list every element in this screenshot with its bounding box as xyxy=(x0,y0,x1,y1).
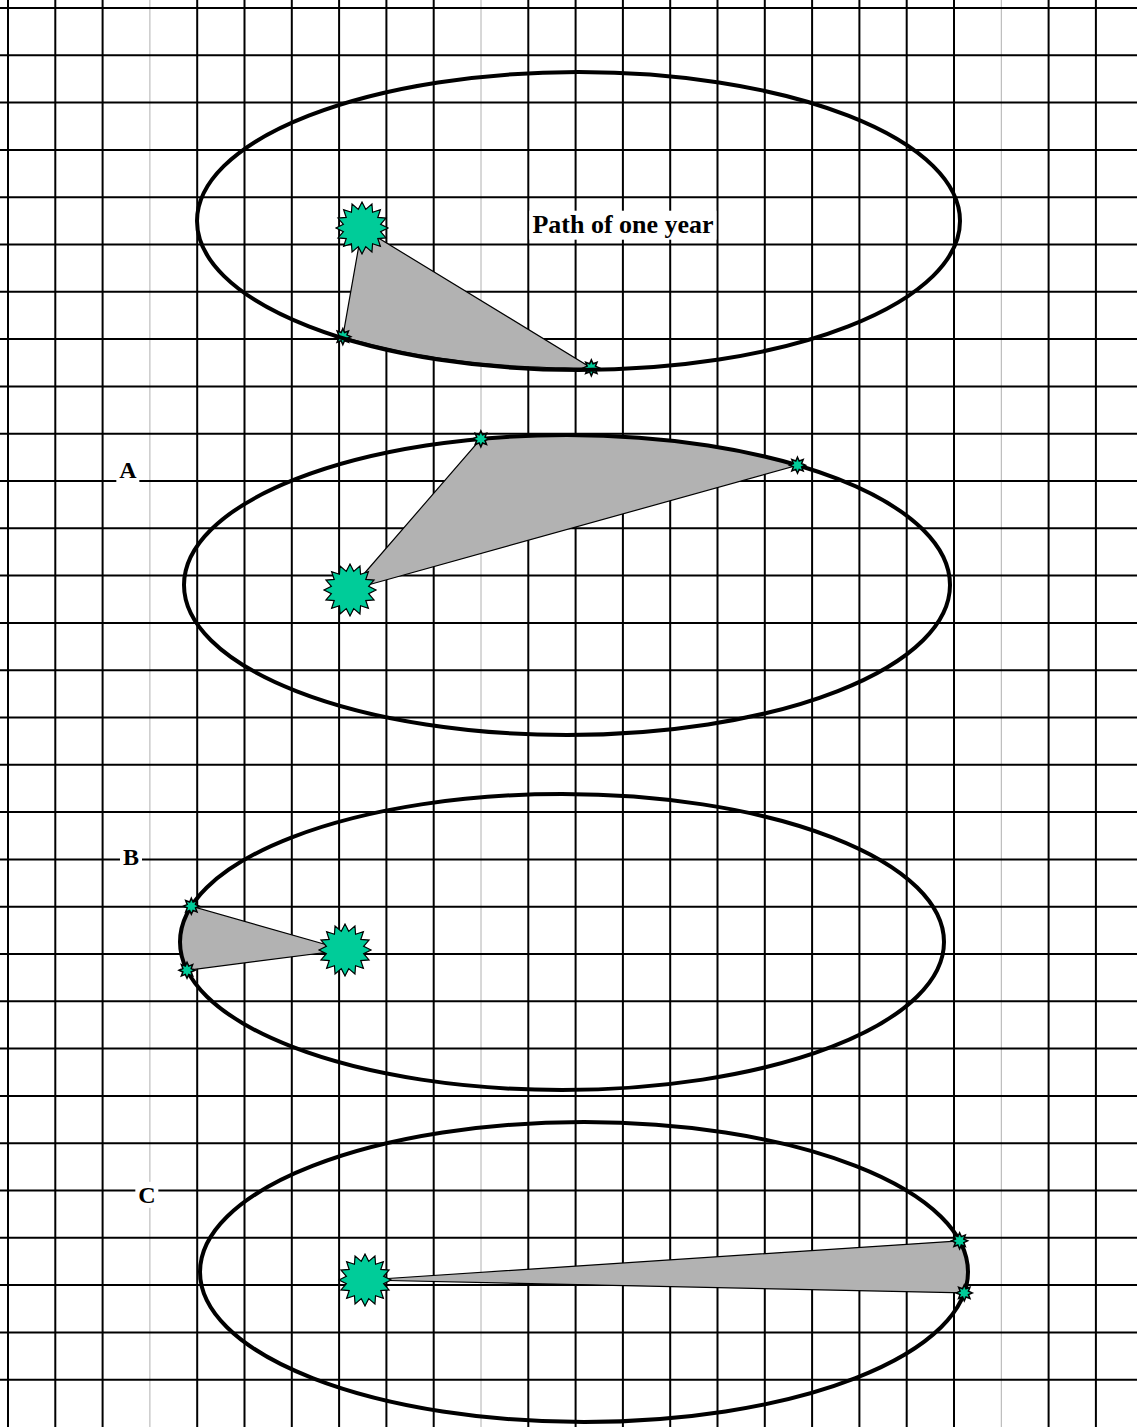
grid-line xyxy=(0,906,1137,908)
planet-symbol xyxy=(473,431,489,447)
orbit-ellipse: Path of one year xyxy=(197,72,960,370)
grid-line xyxy=(0,149,1137,151)
grid-line xyxy=(1048,0,1050,1427)
grid-line xyxy=(717,0,719,1427)
figure-letter: B xyxy=(120,844,142,870)
swept-area xyxy=(180,906,345,970)
grid-line xyxy=(906,0,908,1427)
orbit-figure xyxy=(200,1122,972,1422)
grid-line xyxy=(0,7,1137,9)
grid-line xyxy=(481,0,482,1427)
sun-symbol xyxy=(319,924,371,976)
grid-line xyxy=(1095,0,1097,1427)
figure-letter: A xyxy=(116,457,139,483)
grid-line xyxy=(0,1190,1137,1192)
grid-line xyxy=(385,0,387,1427)
orbit-figure xyxy=(179,794,944,1090)
grid-line xyxy=(338,0,340,1427)
figure-letter: C xyxy=(135,1182,158,1208)
grid-line xyxy=(0,1142,1137,1144)
grid-line xyxy=(102,0,104,1427)
grid-line xyxy=(0,575,1137,577)
grid-line xyxy=(7,0,9,1427)
planet-symbol xyxy=(952,1233,968,1249)
sun-symbol xyxy=(336,202,388,254)
grid-line xyxy=(0,622,1137,624)
grid-line xyxy=(0,291,1137,293)
grid-line xyxy=(0,764,1137,766)
grid-line xyxy=(0,953,1137,955)
grid-line xyxy=(0,196,1137,198)
orbit-ellipse xyxy=(200,1122,968,1422)
grid-line xyxy=(0,858,1137,860)
grid-line xyxy=(0,338,1137,340)
grid-line xyxy=(0,1379,1137,1381)
sun-symbol xyxy=(324,564,376,616)
grid-line xyxy=(858,0,860,1427)
grid-line xyxy=(0,1048,1137,1050)
planet-symbol xyxy=(179,962,195,978)
grid-line xyxy=(149,0,150,1427)
grid-line xyxy=(1001,0,1002,1427)
grid-line xyxy=(0,717,1137,719)
grid-line xyxy=(433,0,435,1427)
grid-line xyxy=(244,0,246,1427)
grid-line xyxy=(953,0,955,1427)
grid-line xyxy=(0,669,1137,671)
orbit-ellipse xyxy=(197,72,960,370)
planet-symbol xyxy=(183,898,199,914)
grid-line xyxy=(0,102,1137,104)
planet-symbol xyxy=(956,1285,972,1301)
grid-line xyxy=(0,1331,1137,1333)
orbit-figure xyxy=(184,431,950,735)
grid-line xyxy=(0,385,1137,387)
grid-line xyxy=(0,1237,1137,1239)
grid-line xyxy=(0,54,1137,56)
grid-line xyxy=(0,1095,1137,1097)
grid-line xyxy=(0,811,1137,813)
grid-line xyxy=(0,1000,1137,1002)
grid-line xyxy=(0,244,1137,246)
swept-area xyxy=(365,1241,968,1293)
grid-line xyxy=(291,0,293,1427)
orbit-caption: Path of one year xyxy=(529,211,716,240)
orbit-ellipse xyxy=(184,435,950,735)
sun-symbol xyxy=(339,1254,391,1306)
grid-line xyxy=(811,0,813,1427)
planet-symbol xyxy=(789,457,805,473)
grid-line xyxy=(54,0,56,1427)
orbit-ellipse xyxy=(180,794,944,1090)
swept-area xyxy=(350,435,797,590)
